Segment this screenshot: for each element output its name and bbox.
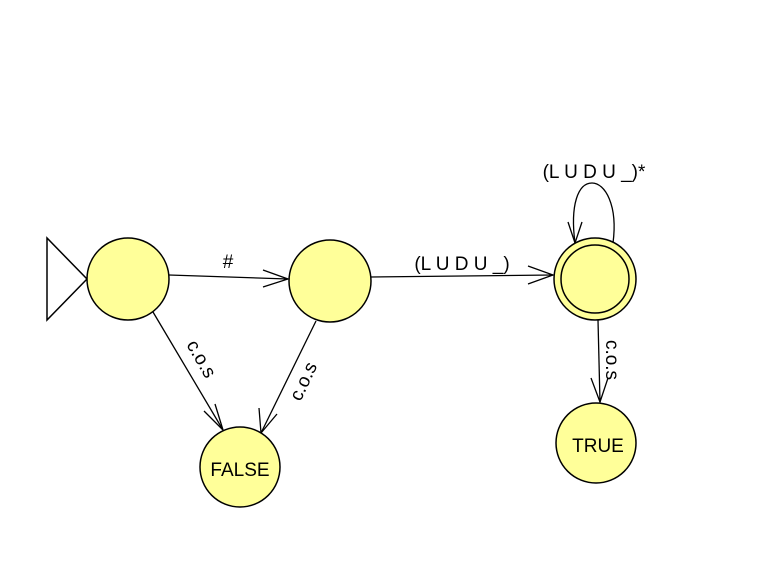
- state-q2-accepting: [553, 237, 637, 321]
- label-q1-false: c.o.s: [286, 359, 322, 404]
- label-q2-loop: (L U D U _)*: [543, 162, 646, 183]
- label-q2-true: c.o.s: [601, 340, 622, 380]
- state-true-label: TRUE: [572, 436, 624, 457]
- state-q1: [288, 239, 372, 323]
- edge-q2-loop: [567, 182, 615, 246]
- label-q1-q2: (L U D U _): [414, 254, 509, 275]
- state-true: TRUE: [555, 402, 637, 484]
- edge-q2-true: [590, 319, 609, 404]
- state-q0: [86, 237, 170, 321]
- state-false: FALSE: [199, 426, 281, 508]
- state-false-label: FALSE: [210, 460, 269, 481]
- edge-q0-q1: [168, 269, 291, 288]
- label-q0-false: c.o.s: [182, 337, 220, 382]
- label-q0-q1: #: [223, 252, 234, 273]
- edge-q1-q2: [370, 265, 555, 285]
- initial-state-marker: [46, 236, 89, 322]
